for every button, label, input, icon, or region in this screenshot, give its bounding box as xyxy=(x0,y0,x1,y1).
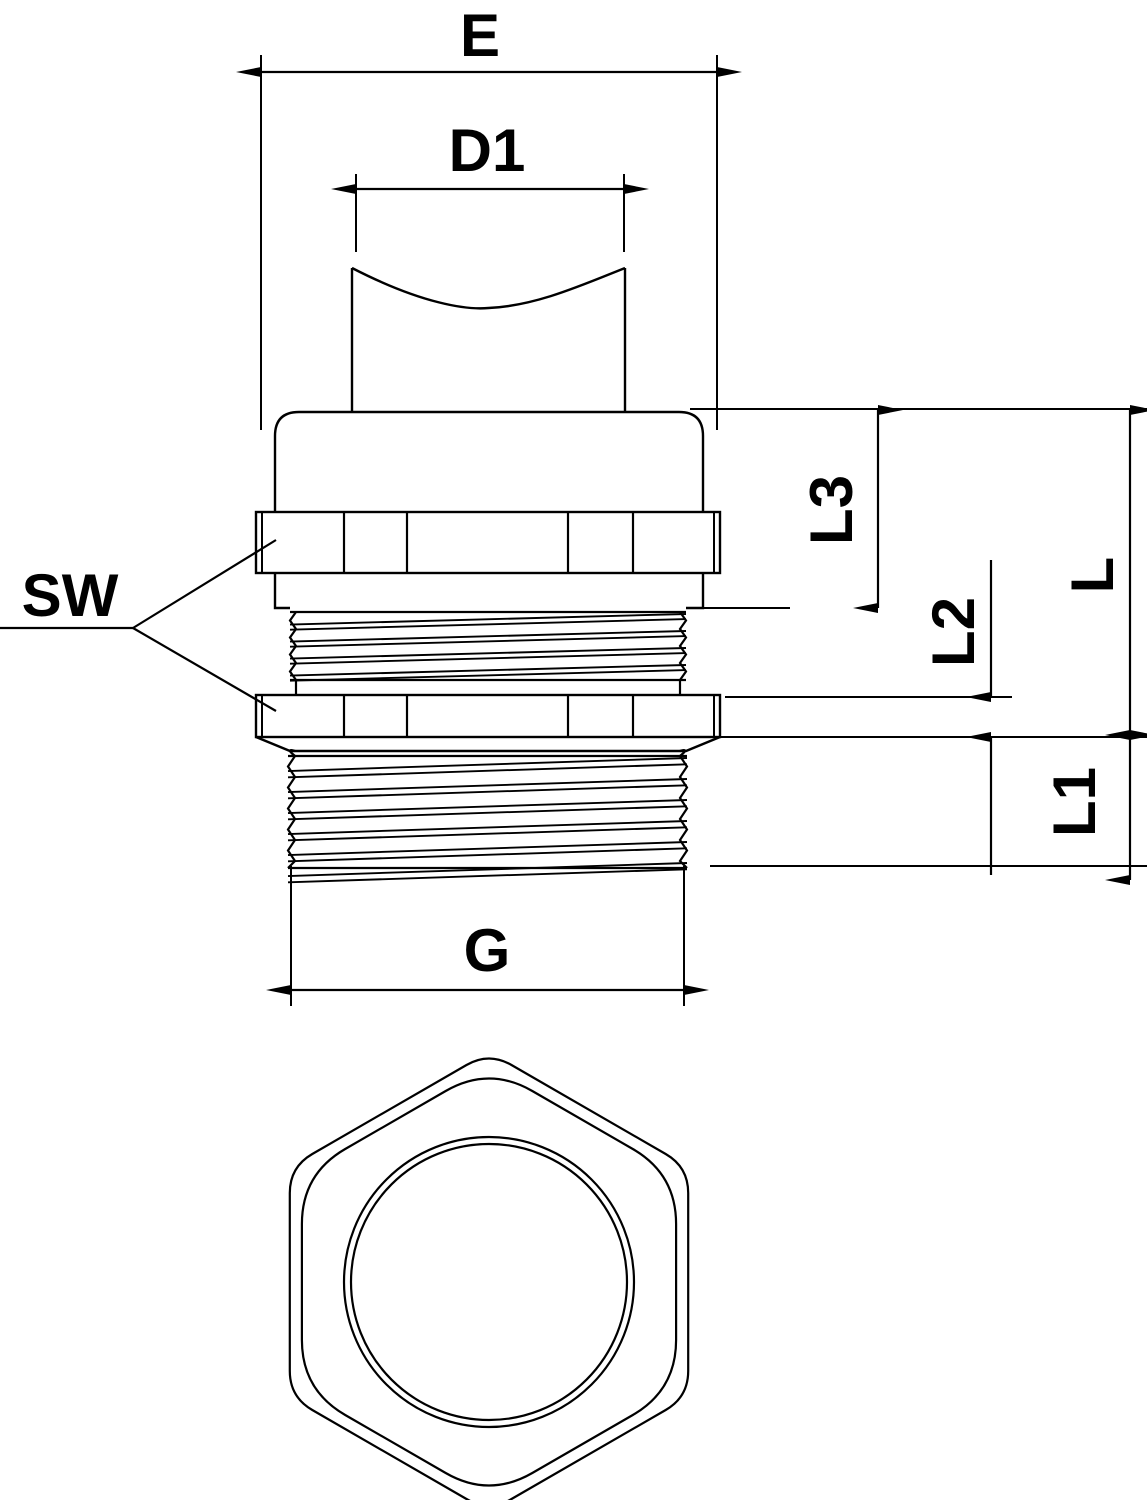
break-line-top xyxy=(351,266,626,310)
upper-thread-root xyxy=(289,635,687,648)
dimension-annotations xyxy=(0,55,1147,1006)
lower-thread-root xyxy=(287,784,688,800)
lower-thread-crest xyxy=(287,862,688,877)
plan-bore-outer-circle xyxy=(342,1135,636,1429)
lower-thread-crest xyxy=(287,757,688,772)
upper-hex-band xyxy=(254,510,722,575)
lower-thread-root xyxy=(287,763,688,779)
dim-label-sw: SW xyxy=(22,562,119,629)
sw-leader-lower-branch xyxy=(132,627,277,712)
upper-thread xyxy=(288,610,688,682)
upper-thread-flank-right xyxy=(678,611,688,681)
upper-shoulder-left xyxy=(273,573,290,610)
lower-thread-flank-right xyxy=(678,755,689,869)
plan-hex-inner xyxy=(300,1077,678,1487)
dim-label-e: E xyxy=(460,2,500,69)
lower-thread-runout-left xyxy=(288,748,296,757)
lower-thread-crest xyxy=(287,778,688,793)
lock-nut-chamfer xyxy=(255,735,721,753)
dim-label-l2: L2 xyxy=(920,597,987,667)
upper-thread-crest xyxy=(289,647,687,660)
dim-label-g: G xyxy=(464,917,511,984)
drawing-geometry xyxy=(254,266,722,1500)
lower-thread xyxy=(286,754,689,884)
sw-leader-upper-branch xyxy=(132,539,277,629)
dim-label-l: L xyxy=(1059,557,1126,594)
dim-label-d1: D1 xyxy=(449,117,526,184)
lower-thread-runout-right xyxy=(679,748,687,757)
lower-thread-root xyxy=(287,826,688,842)
upper-thread-root xyxy=(289,618,687,631)
upper-thread-crest xyxy=(289,613,687,626)
upper-thread-crest xyxy=(289,630,687,643)
plan-hex-outer xyxy=(288,1057,690,1500)
lower-thread-root xyxy=(287,847,688,863)
lower-thread-root xyxy=(287,805,688,821)
lock-nut-band xyxy=(254,693,722,739)
upper-shoulder-right xyxy=(686,573,705,610)
upper-thread-root xyxy=(289,652,687,665)
dim-label-l3: L3 xyxy=(798,475,865,545)
lower-thread-crest xyxy=(287,820,688,835)
lower-thread-crest xyxy=(287,841,688,856)
upper-thread-root xyxy=(289,669,687,682)
cap-body-outline xyxy=(273,410,705,512)
dimension-labels: E D1G SW L L1 L2 L3 xyxy=(22,2,1126,984)
lower-thread-root xyxy=(287,868,688,884)
plan-bore-inner-circle xyxy=(349,1142,629,1422)
dim-label-l1: L1 xyxy=(1041,767,1108,837)
lower-thread-crest xyxy=(287,799,688,814)
upper-thread-crest xyxy=(289,664,687,677)
